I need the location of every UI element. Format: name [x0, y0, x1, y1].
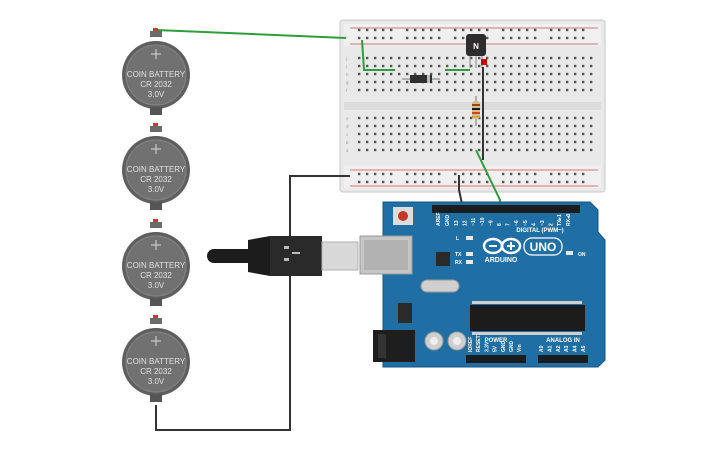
row-label-h: h [346, 72, 349, 77]
aref-label: AREF [436, 212, 442, 226]
digital-pin-label: ~9 [488, 220, 494, 226]
digital-header-label: DIGITAL (PWM~) [516, 228, 563, 234]
digital-pin-label: 2 [549, 223, 555, 226]
on-led-label: ON [578, 252, 586, 258]
power-header-label: POWER [485, 338, 508, 344]
analog-pin-label: A1 [547, 345, 553, 352]
digital-pin-label: TX▸1 [557, 214, 563, 226]
battery-label-line3: 3.0V [148, 185, 165, 194]
power-pin-label: 5V [493, 345, 499, 352]
battery-label-line3: 3.0V [148, 377, 165, 386]
battery-label-line1: COIN BATTERY [127, 261, 186, 270]
digital-pin-label: RX◂0 [566, 214, 572, 226]
battery-label-line3: 3.0V [148, 90, 165, 99]
wire-black-battery-ground[interactable] [155, 175, 350, 431]
arduino-uno-board[interactable]: UNO ARDUINO DIGITAL (PWM~) POWER ANALOG … [359, 201, 606, 368]
digital-pin-label: ~5 [523, 220, 529, 226]
power-pin-label: GND [501, 341, 507, 353]
tx-led-label: TX [455, 252, 462, 258]
row-label-e: e [346, 116, 349, 121]
row-label-b: b [346, 140, 349, 145]
usb-cable[interactable] [207, 236, 359, 276]
row-label-d: d [346, 124, 349, 129]
row-label-a: a [346, 148, 349, 153]
board-model: UNO [530, 240, 557, 254]
positive-terminal [153, 28, 158, 31]
power-pin-label: Vin [517, 344, 523, 352]
digital-pin-label: ~6 [514, 220, 520, 226]
positive-terminal [153, 315, 158, 318]
digital-pin-label: 12 [463, 220, 469, 226]
battery-label-line1: COIN BATTERY [127, 165, 186, 174]
analog-pin-label: A3 [564, 345, 570, 352]
diode[interactable] [402, 75, 440, 83]
digital-pin-label: 7 [506, 223, 512, 226]
analog-pin-label: A0 [539, 345, 545, 352]
row-label-g: g [346, 80, 349, 85]
analog-pin-label: A4 [573, 345, 579, 352]
digital-pin-label: 13 [454, 220, 460, 226]
battery-label-line1: COIN BATTERY [127, 70, 186, 79]
battery-label-line2: CR 2032 [140, 367, 172, 376]
battery-label-line3: 3.0V [148, 281, 165, 290]
board-brand: ARDUINO [485, 257, 518, 264]
gnd-label: GND [445, 215, 451, 227]
battery-label-line1: COIN BATTERY [127, 357, 186, 366]
arduino-logo [482, 237, 522, 255]
analog-header-label: ANALOG IN [546, 338, 580, 344]
power-pin-label: GND [509, 341, 515, 353]
battery-label-line2: CR 2032 [140, 175, 172, 184]
transistor-label: N [473, 42, 479, 51]
row-label-i: i [346, 64, 347, 69]
breadboard-row-labels: j i h g f e d c b a [345, 56, 349, 153]
transistor[interactable]: N [466, 34, 486, 68]
breadboard-holes [358, 28, 593, 184]
power-pin-label: IOREF [468, 337, 474, 352]
row-label-f: f [346, 88, 348, 93]
wire-green-battery-to-rail[interactable] [155, 29, 347, 39]
digital-pin-label: ~11 [471, 218, 477, 226]
battery-label-line2: CR 2032 [140, 271, 172, 280]
analog-pin-label: A5 [581, 345, 587, 352]
battery-label-line2: CR 2032 [140, 80, 172, 89]
wire-green-breadboard-jumper[interactable] [361, 39, 395, 71]
resistor[interactable] [472, 96, 480, 126]
rx-led-label: RX [455, 260, 463, 266]
analog-pin-label: A2 [556, 345, 562, 352]
digital-pin-label: ~10 [480, 217, 486, 226]
digital-pin-label: 4 [531, 223, 537, 226]
row-label-c: c [346, 132, 348, 137]
power-pin-label: RESET [476, 335, 482, 352]
positive-terminal [153, 219, 158, 222]
digital-pin-label: 8 [497, 223, 503, 226]
row-label-j: j [345, 56, 347, 61]
aref-gnd-labels: AREF GND [436, 212, 451, 226]
l-led-label: L [456, 236, 459, 242]
power-pin-label: 3.3V [484, 341, 490, 352]
led-indicator[interactable] [481, 59, 487, 65]
positive-terminal [153, 123, 158, 126]
digital-pin-label: ~3 [540, 220, 546, 226]
